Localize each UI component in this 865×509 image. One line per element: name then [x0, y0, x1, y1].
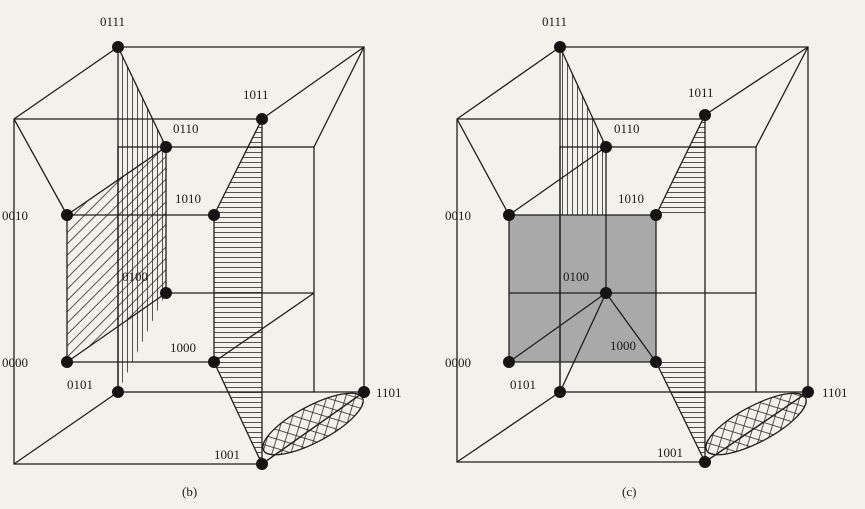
node-0101-b — [112, 386, 124, 398]
node-0000-b — [61, 356, 73, 368]
face-diagonal-hatch-b — [67, 147, 166, 362]
figure-b: 0111 1011 0110 1010 0010 0100 0000 1000 … — [2, 14, 402, 499]
label-0000-b: 0000 — [2, 355, 28, 370]
label-0100-c: 0100 — [563, 269, 589, 284]
label-0111-b: 0111 — [100, 14, 125, 29]
label-0110-c: 0110 — [614, 121, 640, 136]
face-crosshatch-ellipse-c — [705, 392, 807, 456]
label-1001-b: 1001 — [214, 447, 240, 462]
label-1000-b: 1000 — [170, 340, 196, 355]
node-0111-c — [554, 41, 566, 53]
node-1010-c — [650, 209, 662, 221]
node-1000-b — [208, 356, 220, 368]
label-0000-c: 0000 — [445, 355, 471, 370]
caption-b: (b) — [182, 484, 197, 499]
node-0110-c — [600, 141, 612, 153]
label-1101-c: 1101 — [822, 385, 848, 400]
label-0111-c: 0111 — [542, 14, 567, 29]
node-1011-b — [256, 113, 268, 125]
label-0110-b: 0110 — [173, 121, 199, 136]
label-1001-c: 1001 — [657, 445, 683, 460]
node-0101-c — [554, 386, 566, 398]
edges-b — [13, 46, 365, 465]
node-0110-b — [160, 141, 172, 153]
node-1000-c — [650, 356, 662, 368]
node-1010-b — [208, 209, 220, 221]
label-1011-b: 1011 — [243, 87, 269, 102]
label-0100-b: 0100 — [122, 269, 148, 284]
face-shaded-c — [509, 215, 656, 362]
node-0010-b — [61, 209, 73, 221]
node-1001-b — [256, 458, 268, 470]
edges-c — [456, 46, 809, 463]
label-1000-c: 1000 — [610, 338, 636, 353]
node-0100-c — [600, 287, 612, 299]
label-1010-b: 1010 — [175, 191, 201, 206]
node-1101-b — [358, 386, 370, 398]
caption-c: (c) — [622, 484, 636, 499]
node-0000-c — [503, 356, 515, 368]
face-vertical-hatch-c — [560, 47, 606, 215]
node-1011-c — [699, 109, 711, 121]
label-0010-b: 0010 — [2, 208, 28, 223]
label-0101-b: 0101 — [67, 377, 93, 392]
node-1001-c — [699, 456, 711, 468]
node-0100-b — [160, 287, 172, 299]
label-0101-c: 0101 — [510, 377, 536, 392]
label-1010-c: 1010 — [618, 191, 644, 206]
node-1101-c — [802, 386, 814, 398]
node-0010-c — [503, 209, 515, 221]
label-1101-b: 1101 — [376, 385, 402, 400]
face-horizontal-hatch-b — [214, 118, 262, 464]
label-0010-c: 0010 — [445, 208, 471, 223]
node-0111-b — [112, 41, 124, 53]
face-crosshatch-ellipse-b — [262, 392, 364, 456]
label-1011-c: 1011 — [688, 85, 714, 100]
figure-c: 0111 1011 0110 1010 0010 0100 0000 1000 … — [445, 14, 848, 499]
